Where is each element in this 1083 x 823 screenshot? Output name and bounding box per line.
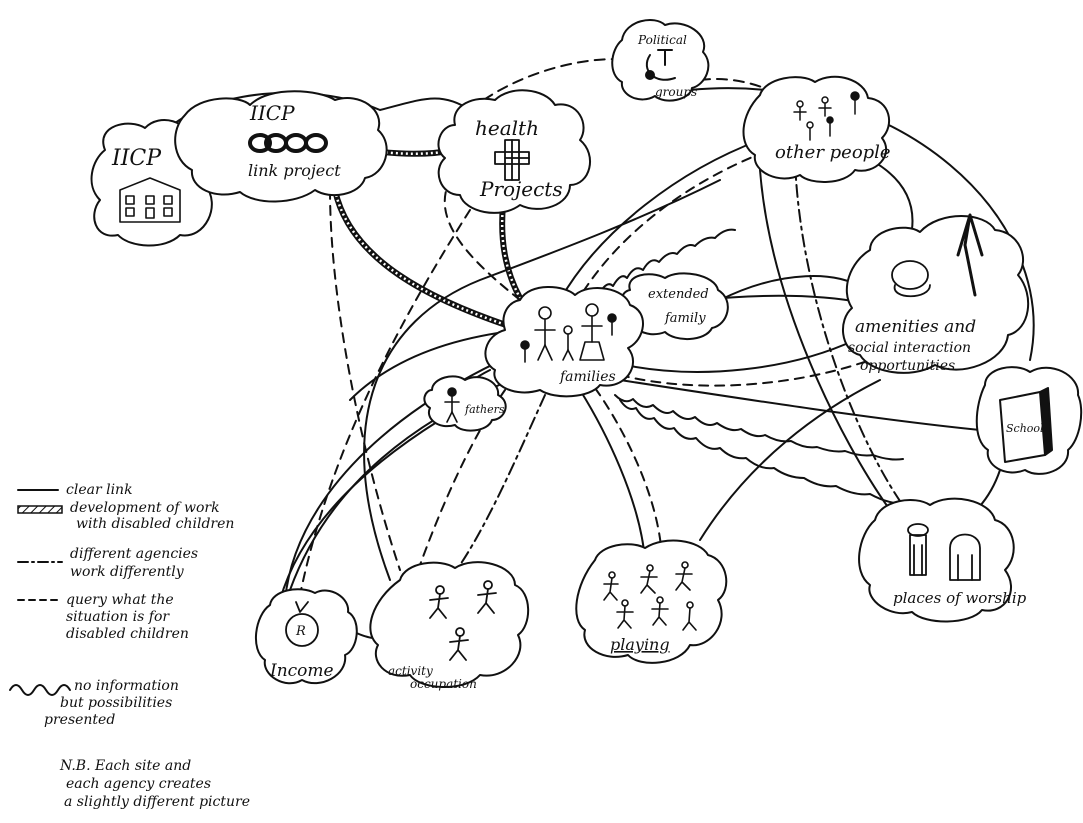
- worship-label: places of worship: [893, 589, 1027, 607]
- people-group-icon: [793, 91, 860, 141]
- extended-family-line2: family: [664, 311, 706, 326]
- link-families-amenities-clear: [624, 339, 856, 373]
- node-playing: playing: [575, 539, 728, 664]
- iicp-building-label: IICP: [111, 146, 162, 171]
- legend: clear link development of work with disa…: [9, 482, 234, 728]
- legend-swatch-development: [17, 505, 63, 514]
- activity-line1: activity: [388, 664, 433, 678]
- crescent-symbol-icon: [645, 49, 676, 81]
- footnote: N.B. Each site and each agency creates a…: [59, 758, 250, 810]
- legend-development-l1: development of work: [70, 500, 220, 516]
- legend-clear-link: clear link: [66, 482, 133, 498]
- link-families-amenities-dashed: [619, 359, 871, 387]
- link-amenities-playing: [699, 379, 881, 541]
- income-coin-label: R: [295, 624, 306, 639]
- family-figures-icon: [520, 303, 617, 363]
- node-places-of-worship: places of worship: [858, 497, 1027, 623]
- playing-label: playing: [610, 635, 670, 654]
- link-political-otherpeople-dashed: [699, 78, 801, 111]
- activity-line2: occupation: [410, 677, 477, 691]
- health-label-line1: health: [475, 116, 539, 140]
- income-label: Income: [269, 661, 334, 681]
- link-families-school-clear: [619, 379, 981, 431]
- iicp-link-subtitle: link project: [248, 161, 341, 180]
- legend-noinfo-l2: but possibilities: [60, 695, 172, 711]
- link-families-otherpeople-double2: [574, 149, 771, 306]
- children-playing-icon: [603, 561, 697, 631]
- note-line3: a slightly different picture: [64, 794, 250, 810]
- legend-query-l2: situation is for: [66, 609, 170, 625]
- legend-noinfo-l3: presented: [44, 712, 115, 728]
- link-families-playing-double: [579, 389, 646, 561]
- link-fathers-income: [279, 419, 441, 601]
- families-label: families: [559, 369, 616, 385]
- link-health-income-dashed: [299, 209, 471, 596]
- node-families: families: [484, 286, 644, 398]
- node-health-projects: health Projects: [437, 89, 591, 214]
- link-families-otherpeople-double: [559, 139, 761, 301]
- pot-and-tree-icon: [891, 213, 984, 298]
- link-families-leftsweep: [349, 329, 521, 401]
- link-otherpeople-worship: [759, 169, 891, 511]
- dancing-figures-icon: [429, 580, 497, 661]
- legend-swatch-no-information: [9, 684, 71, 696]
- iicp-link-title: IICP: [249, 101, 295, 125]
- amenities-line2: social interaction: [848, 340, 971, 356]
- chain-links-icon: [248, 133, 328, 153]
- money-bag-icon: [285, 601, 319, 647]
- link-otherpeople-worship-dashdot: [794, 159, 911, 516]
- link-otherpeople-activity-arc: [363, 179, 721, 581]
- book-icon: [999, 387, 1053, 463]
- link-families-health-dashed: [443, 179, 521, 301]
- extended-family-line1: extended: [648, 287, 709, 302]
- father-figure-icon: [444, 387, 460, 423]
- link-families-playing-dashed: [594, 387, 663, 561]
- link-families-otherpeople-wavy: [584, 228, 736, 301]
- political-label-line2: groups: [655, 85, 697, 99]
- legend-agencies-l2: work differently: [70, 564, 185, 580]
- note-line1: N.B. Each site and: [59, 758, 191, 774]
- node-fathers: fathers: [423, 375, 507, 432]
- amenities-line3: opportunities: [860, 358, 955, 374]
- node-activity: activity occupation: [369, 561, 530, 691]
- bricks-cross-icon: [494, 139, 530, 181]
- link-families-activity-dashdot: [459, 394, 546, 566]
- node-iicp-link: IICP link project: [174, 90, 388, 203]
- legend-query-l3: disabled children: [66, 626, 189, 642]
- legend-noinfo-l1: no information: [74, 678, 179, 694]
- node-other-people: other people: [742, 75, 891, 183]
- legend-query-l1: query what the: [66, 592, 174, 608]
- temples-icon: [907, 523, 981, 581]
- school-label: School: [1006, 422, 1044, 435]
- note-line2: each agency creates: [66, 776, 211, 792]
- link-families-worship-wavy: [619, 399, 907, 505]
- political-label-line1: Political: [637, 33, 687, 47]
- link-iicp-activity-dashed: [329, 189, 401, 571]
- node-school: School: [975, 366, 1083, 475]
- link-health-families-development-fill: [500, 204, 522, 299]
- node-political-groups: Political groups: [611, 19, 710, 102]
- health-label-line2: Projects: [479, 177, 563, 201]
- other-people-label: other people: [775, 142, 891, 163]
- fathers-label: fathers: [464, 403, 505, 416]
- node-amenities: amenities and social interaction opportu…: [841, 213, 1030, 374]
- house-icon: [119, 177, 181, 223]
- amenities-line1: amenities and: [855, 317, 976, 337]
- link-iicp-families-development-fill: [333, 189, 516, 330]
- node-income: R Income: [254, 588, 358, 685]
- legend-development-l2: with disabled children: [76, 516, 234, 532]
- legend-agencies-l1: different agencies: [70, 546, 198, 562]
- node-extended-family: extended family: [621, 272, 729, 340]
- link-families-school-wavy: [614, 394, 904, 461]
